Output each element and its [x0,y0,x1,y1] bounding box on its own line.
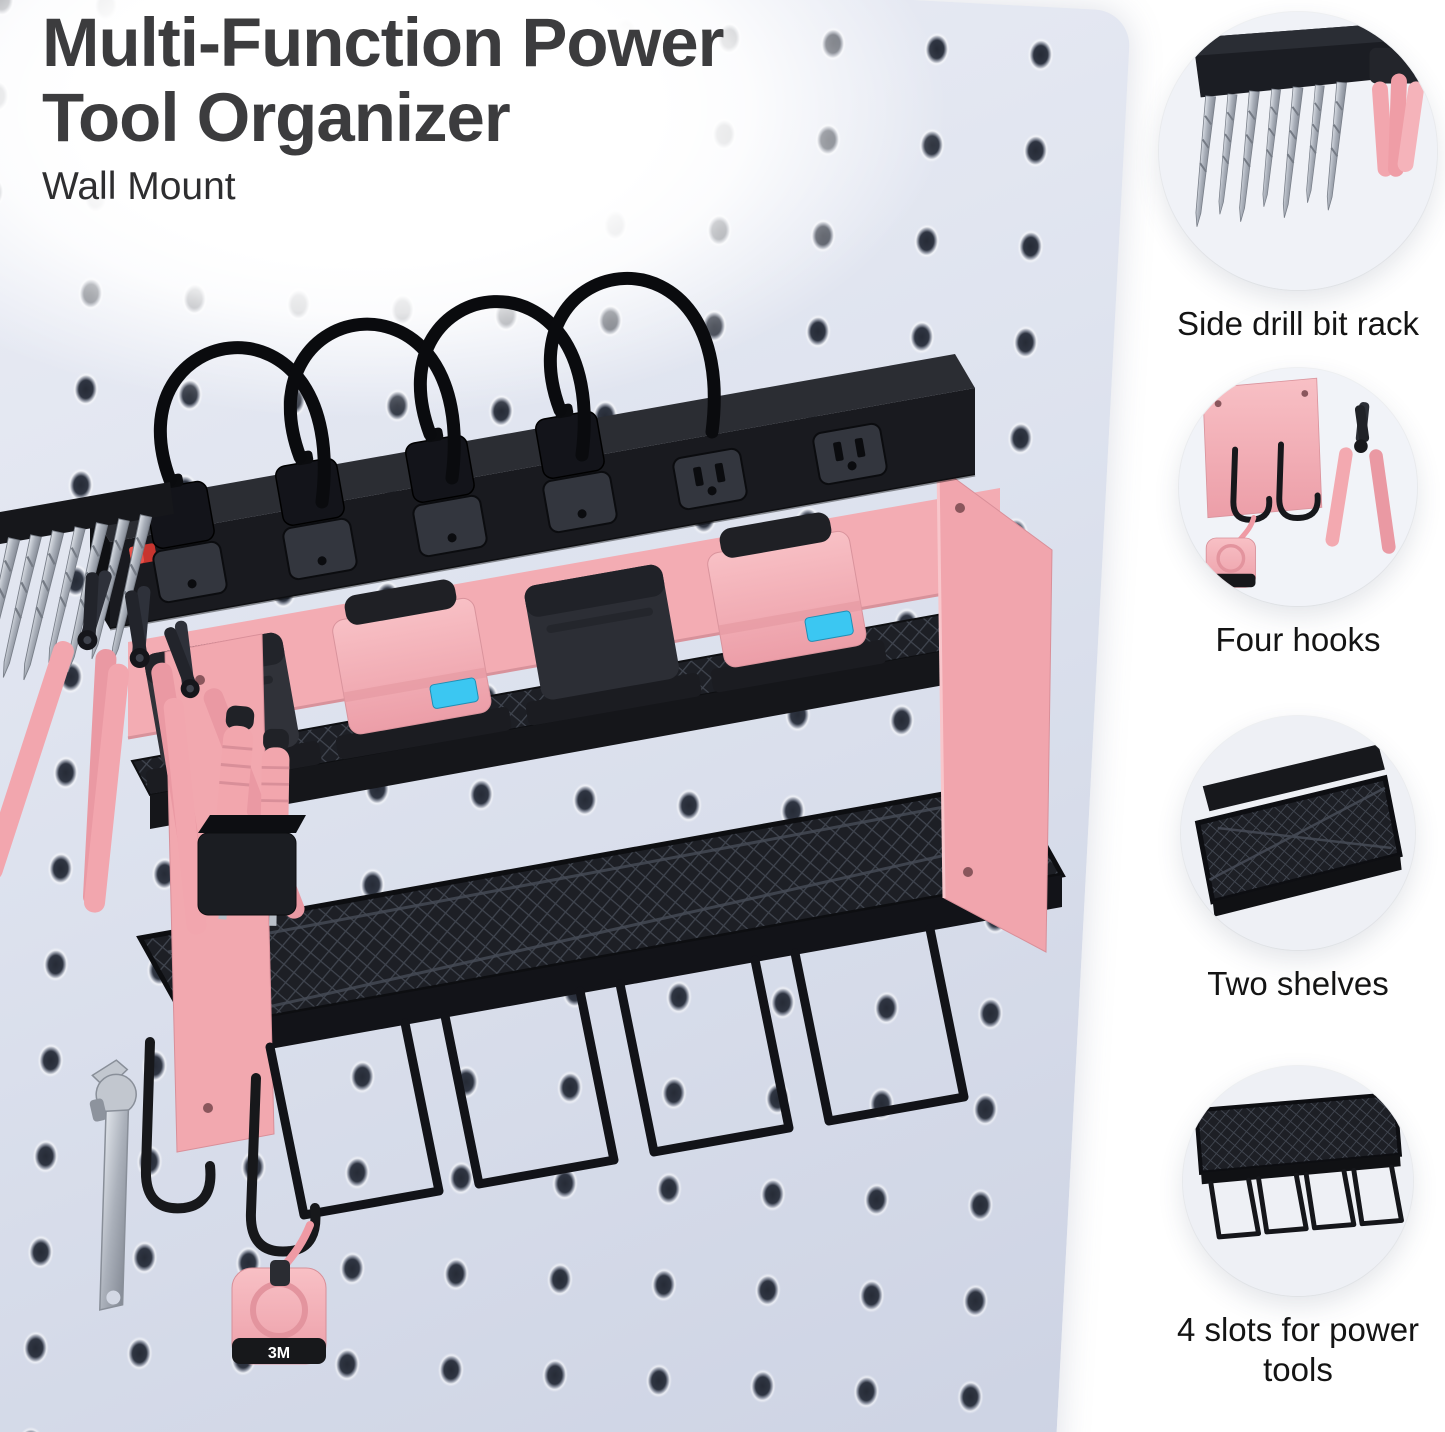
drill-bit-rack-icon [1159,12,1437,290]
callout-photo-two-shelves [1181,716,1415,950]
title-line-1: Multi-Function Power [42,4,724,81]
callout-label-tool-slots: 4 slots for power tools [1176,1311,1420,1389]
hooks-icon [1179,368,1417,606]
callout-photo-side-drill-bit-rack [1159,12,1437,290]
callout-side-drill-bit-rack: Side drill bit rack [1152,12,1444,344]
callout-label-four-hooks: Four hooks [1215,621,1381,658]
callout-label-side-drill-bit-rack: Side drill bit rack [1176,305,1420,342]
page-title: Multi-Function Power Tool Organizer [42,4,724,156]
callout-tool-slots: 4 slots for power tools [1177,1066,1419,1391]
title-line-2: Tool Organizer [42,78,511,156]
callout-photo-four-hooks [1179,368,1417,606]
tool-slots-icon [1183,1066,1413,1296]
callout-label-two-shelves: Two shelves [1207,965,1389,1002]
callout-photo-tool-slots [1183,1066,1413,1296]
mesh-shelf-icon [1181,716,1415,950]
page-subtitle: Wall Mount [42,165,236,209]
callout-two-shelves: Two shelves [1180,716,1416,1004]
title-block: Multi-Function Power Tool Organizer Wall… [42,4,724,209]
callout-four-hooks: Four hooks [1178,368,1418,660]
